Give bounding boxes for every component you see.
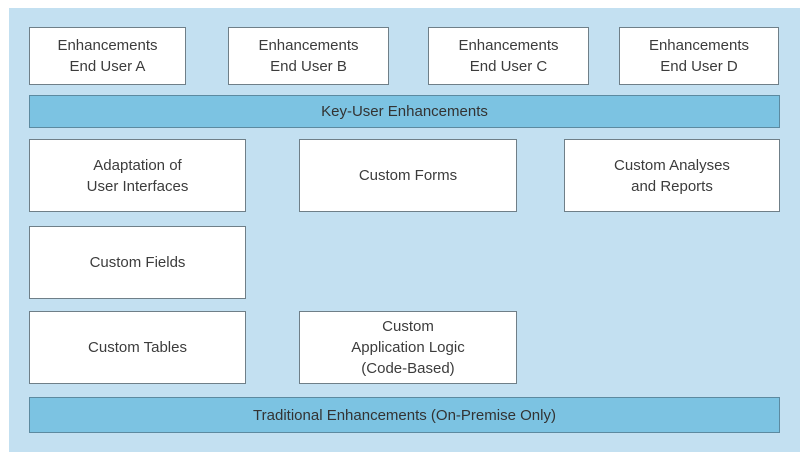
end-user-b-box: Enhancements End User B [228,27,389,85]
custom-forms-box: Custom Forms [299,139,517,212]
adaptation-of-user-interfaces-box: Adaptation of User Interfaces [29,139,246,212]
custom-application-logic-box: Custom Application Logic (Code-Based) [299,311,517,384]
key-user-enhancements-bar: Key-User Enhancements [29,95,780,128]
traditional-enhancements-bar: Traditional Enhancements (On-Premise Onl… [29,397,780,433]
custom-analyses-and-reports-box: Custom Analyses and Reports [564,139,780,212]
custom-fields-box: Custom Fields [29,226,246,299]
end-user-c-box: Enhancements End User C [428,27,589,85]
end-user-a-box: Enhancements End User A [29,27,186,85]
custom-tables-box: Custom Tables [29,311,246,384]
end-user-d-box: Enhancements End User D [619,27,779,85]
